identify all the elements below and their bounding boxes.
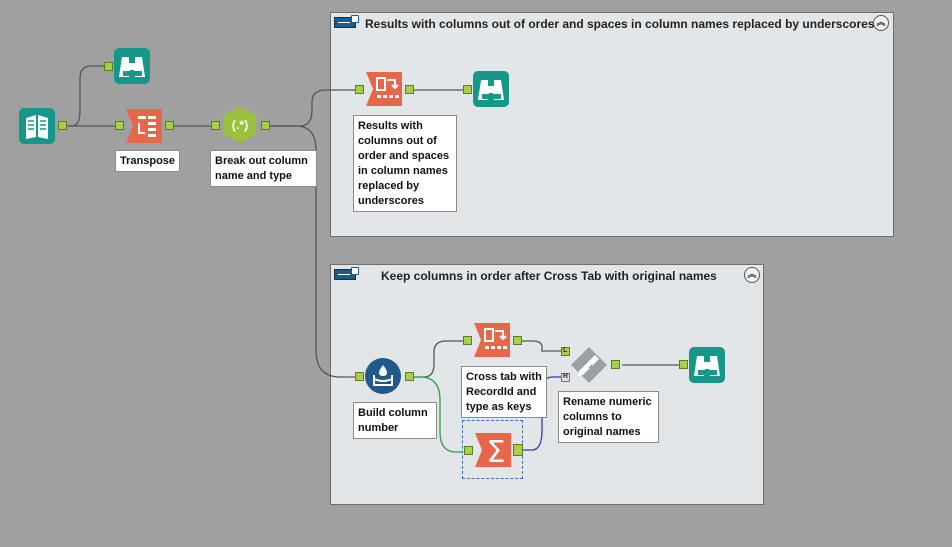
output-anchor[interactable] bbox=[58, 121, 67, 130]
input-anchor-left[interactable] bbox=[561, 347, 570, 356]
container-icon[interactable] bbox=[334, 15, 359, 28]
wire-crosstab2-dynrename bbox=[518, 340, 561, 352]
sum-glyph: Σ bbox=[487, 435, 506, 469]
annotation-crosstab2: Cross tab with RecordId and type as keys bbox=[461, 366, 547, 418]
regex-tool[interactable]: (.*) bbox=[221, 106, 259, 144]
annotation-rename: Rename numeric columns to original names bbox=[558, 391, 659, 443]
browse-tool-binoculars-icon[interactable] bbox=[688, 346, 726, 384]
tool-container-keep-order[interactable]: Keep columns in order after Cross Tab wi… bbox=[330, 264, 764, 505]
input-anchor-right[interactable] bbox=[561, 373, 570, 382]
input-anchor[interactable] bbox=[104, 62, 113, 71]
wire-formula-crosstab2 bbox=[411, 340, 466, 378]
container-title: Results with columns out of order and sp… bbox=[365, 17, 875, 31]
input-anchor[interactable] bbox=[679, 360, 688, 369]
output-anchor[interactable] bbox=[513, 336, 522, 345]
annotation-build-column: Build column number bbox=[353, 402, 437, 439]
anchor-label-left: L bbox=[563, 347, 568, 354]
summarize-tool[interactable]: Σ bbox=[474, 431, 512, 469]
output-anchor[interactable] bbox=[405, 85, 414, 94]
annotation-regex: Break out column name and type bbox=[210, 150, 317, 187]
annotation-crosstab1: Results with columns out of order and sp… bbox=[353, 115, 457, 212]
container-title: Keep columns in order after Cross Tab wi… bbox=[381, 269, 717, 283]
container-header[interactable]: Keep columns in order after Cross Tab wi… bbox=[331, 265, 763, 287]
wire-input-browse bbox=[66, 65, 109, 127]
annotation-transpose: Transpose bbox=[115, 150, 180, 172]
browse-tool-binoculars-icon[interactable] bbox=[113, 47, 151, 85]
wire-regex-crosstab1 bbox=[267, 89, 358, 127]
wire-formula-summarize bbox=[411, 376, 463, 453]
input-anchor[interactable] bbox=[464, 446, 473, 455]
collapse-button[interactable]: ︽ bbox=[744, 267, 760, 283]
output-anchor[interactable] bbox=[405, 372, 414, 381]
input-anchor[interactable] bbox=[355, 372, 364, 381]
crosstab-tool[interactable] bbox=[365, 70, 403, 108]
input-anchor[interactable] bbox=[211, 121, 220, 130]
browse-tool-binoculars-icon[interactable] bbox=[472, 70, 510, 108]
output-anchor[interactable] bbox=[261, 121, 270, 130]
anchor-label-right: R bbox=[563, 373, 569, 380]
input-anchor[interactable] bbox=[463, 336, 472, 345]
wire-regex-formula bbox=[267, 125, 358, 378]
collapse-button[interactable]: ︽ bbox=[873, 15, 889, 31]
output-anchor[interactable] bbox=[513, 444, 523, 456]
input-anchor[interactable] bbox=[115, 121, 124, 130]
crosstab-tool[interactable] bbox=[473, 321, 511, 359]
formula-tool[interactable] bbox=[364, 357, 402, 395]
container-icon[interactable] bbox=[334, 267, 359, 280]
transpose-tool[interactable] bbox=[125, 107, 163, 145]
container-header[interactable]: Results with columns out of order and sp… bbox=[331, 13, 893, 35]
input-anchor[interactable] bbox=[355, 85, 364, 94]
input-anchor[interactable] bbox=[463, 85, 472, 94]
output-anchor[interactable] bbox=[165, 121, 174, 130]
output-anchor[interactable] bbox=[611, 360, 620, 369]
regex-glyph: (.*) bbox=[232, 118, 248, 132]
input-data-tool[interactable] bbox=[18, 107, 56, 145]
dynamic-rename-tool[interactable] bbox=[570, 346, 608, 384]
